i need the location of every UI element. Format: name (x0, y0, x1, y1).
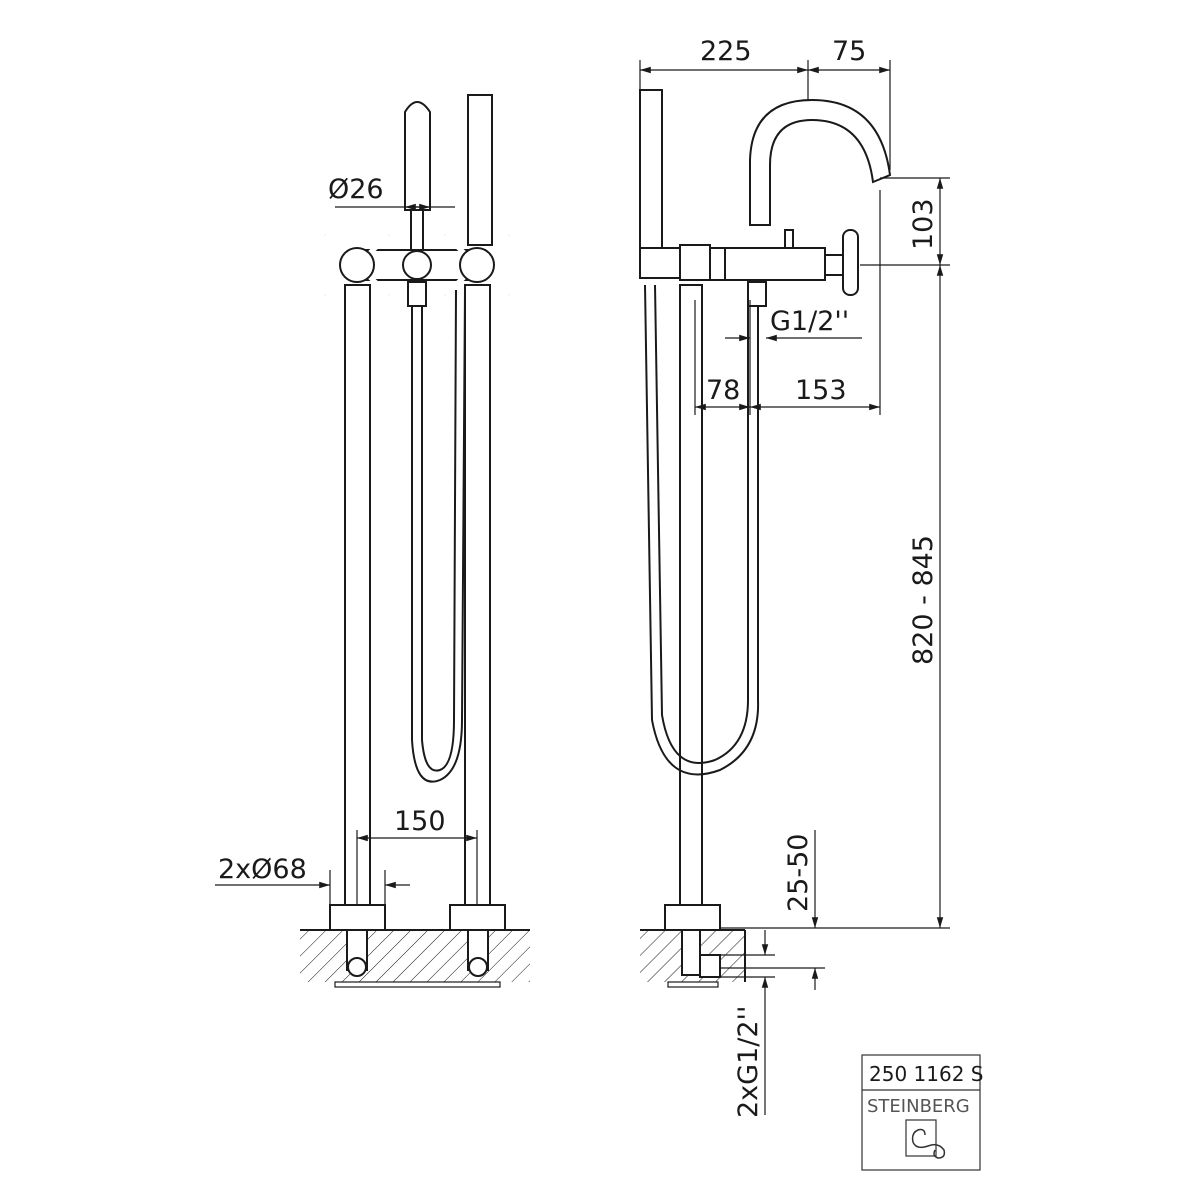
front-view: Ø26 150 2xØ68 (215, 94, 530, 988)
right-riser-pipe (464, 284, 491, 906)
dim-reach: 225 (700, 36, 752, 67)
left-cross-handle (323, 233, 391, 297)
riser-pipe (679, 284, 703, 906)
mixer-body (724, 247, 826, 281)
right-cross-handle (443, 233, 511, 297)
dim-floor-depth: 25-50 (783, 834, 814, 912)
right-base-rosette (449, 904, 506, 931)
hand-shower (404, 101, 431, 211)
dim-supply: 2xG1/2'' (733, 1006, 764, 1118)
dim-spout: 75 (832, 36, 866, 67)
left-riser-pipe (344, 284, 371, 906)
dim-spout-height: 103 (908, 198, 939, 250)
shower-hose (644, 284, 760, 776)
dim-hose-offset: 78 (706, 375, 740, 406)
floor-hatch-left (300, 930, 530, 982)
brand-name: STEINBERG (867, 1096, 970, 1117)
title-block: 250 1162 S STEINBERG (861, 1054, 983, 1171)
dim-connection: G1/2'' (770, 306, 849, 337)
hand-shower-holder (467, 94, 493, 246)
dim-handle-offset: 153 (795, 375, 847, 406)
hand-shower (639, 89, 663, 251)
article-number: 250 1162 S (869, 1062, 983, 1086)
cross-handle (842, 229, 859, 296)
spout (749, 98, 892, 226)
shower-hose (411, 289, 466, 783)
steinberg-logo-icon (905, 1119, 946, 1159)
dim-base-diameter: 2xØ68 (218, 854, 307, 885)
base-rosette (664, 904, 721, 931)
dim-height: 820 - 845 (908, 535, 939, 665)
dim-shower-diameter: Ø26 (328, 174, 384, 205)
dim-spacing: 150 (394, 806, 446, 837)
side-view: 225 75 103 820 - 845 G1/2'' 78 153 25-50… (639, 36, 950, 1118)
left-base-rosette (329, 904, 386, 931)
